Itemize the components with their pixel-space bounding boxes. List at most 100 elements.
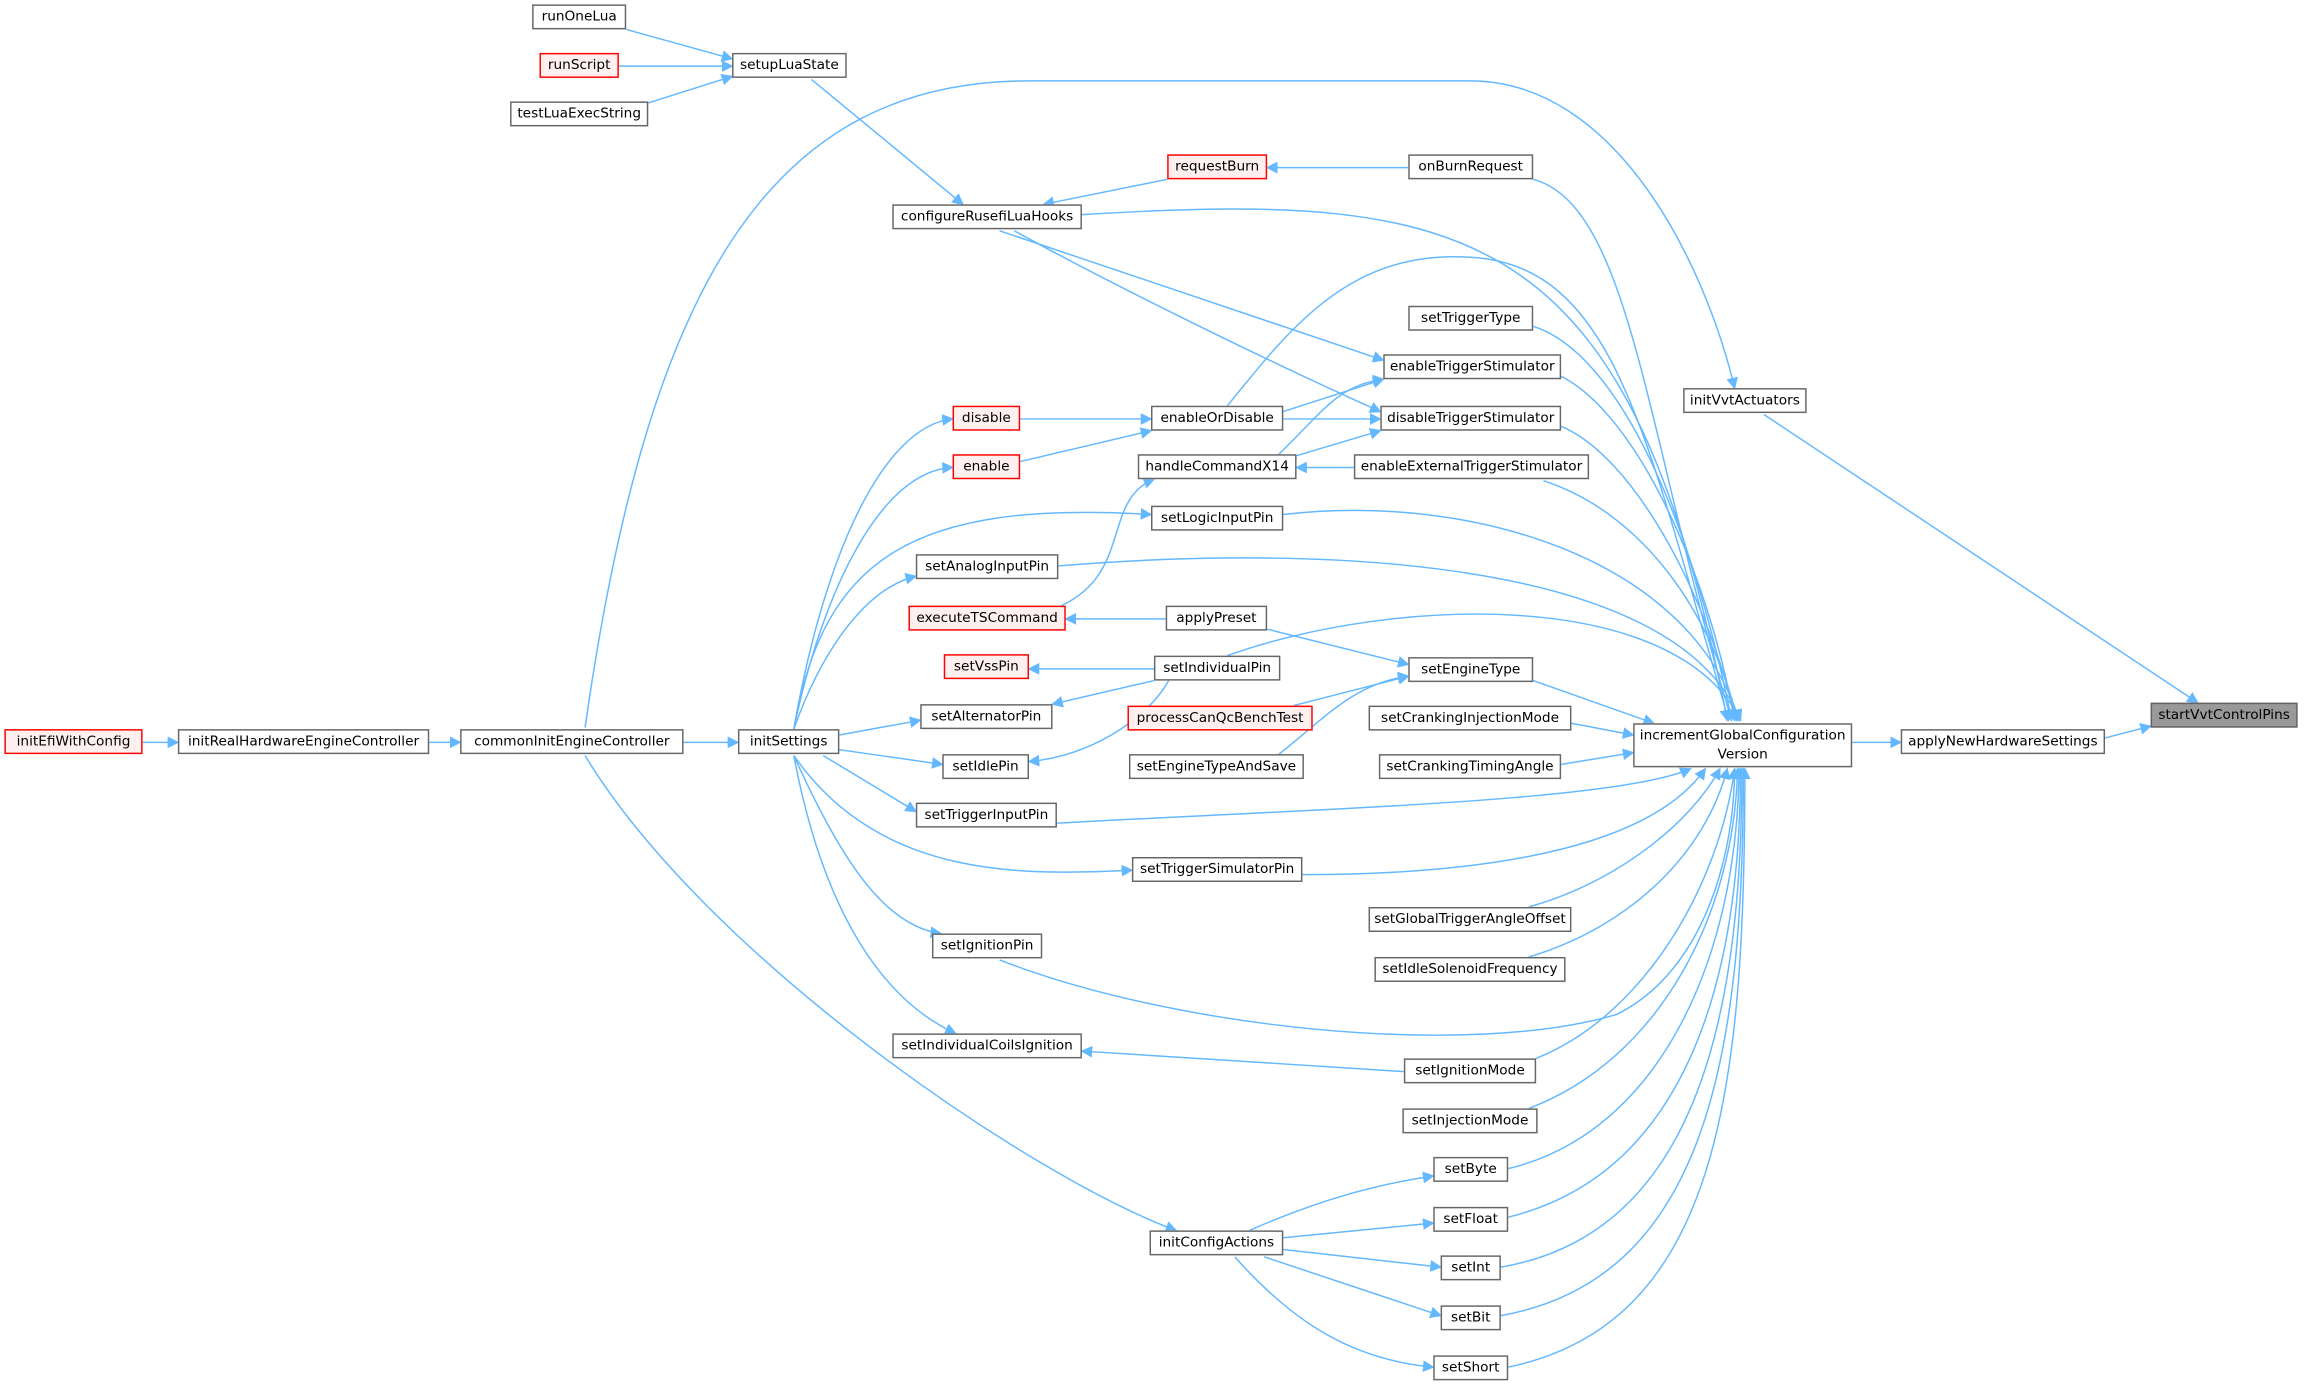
- call-edge: [1528, 767, 1744, 1110]
- call-edge: [1278, 374, 1385, 455]
- call-edge: [584, 755, 1178, 1233]
- call-edge: [1508, 767, 1747, 1218]
- node-setByte[interactable]: setByte: [1433, 1156, 1509, 1182]
- call-edge: [1571, 722, 1635, 739]
- call-edge: [1013, 230, 1382, 413]
- call-edge: [1266, 628, 1410, 668]
- node-testLuaExecString[interactable]: testLuaExecString: [510, 101, 649, 127]
- call-edge: [1560, 375, 1739, 722]
- node-initSettings[interactable]: initSettings: [737, 729, 840, 755]
- node-requestBurn[interactable]: requestBurn: [1167, 154, 1268, 180]
- node-setIndividualCoilsIgnition[interactable]: setIndividualCoilsIgnition: [892, 1033, 1082, 1059]
- call-edge: [1528, 767, 1721, 908]
- node-setGlobalTriggerAngleOffset[interactable]: setGlobalTriggerAngleOffset: [1368, 906, 1572, 932]
- call-edge: [1042, 178, 1168, 209]
- node-enableTriggerStimulator[interactable]: enableTriggerStimulator: [1383, 354, 1562, 380]
- node-setIgnitionPin[interactable]: setIgnitionPin: [931, 933, 1043, 959]
- node-setLogicInputPin[interactable]: setLogicInputPin: [1151, 505, 1284, 531]
- call-edge: [584, 80, 1738, 728]
- call-edge: [793, 414, 955, 730]
- node-enableOrDisable[interactable]: enableOrDisable: [1151, 405, 1284, 431]
- node-incrementGlobalConfigurationVersion[interactable]: incrementGlobalConfiguration Version: [1633, 723, 1853, 768]
- call-edge: [1533, 178, 1735, 722]
- node-setIndividualPin[interactable]: setIndividualPin: [1153, 655, 1281, 681]
- call-edge: [1296, 428, 1382, 457]
- call-edge: [1061, 477, 1156, 607]
- call-edge: [1278, 671, 1410, 755]
- call-edge: [793, 755, 943, 938]
- call-edge: [1249, 1171, 1435, 1232]
- call-edge: [626, 28, 734, 62]
- node-handleCommandX14[interactable]: handleCommandX14: [1137, 454, 1297, 480]
- node-disableTriggerStimulator[interactable]: disableTriggerStimulator: [1380, 405, 1562, 431]
- call-edge: [839, 748, 944, 769]
- call-edge: [1263, 1256, 1442, 1318]
- call-edge: [793, 755, 1134, 877]
- node-enableExternalTriggerStimulator[interactable]: enableExternalTriggerStimulator: [1353, 454, 1590, 480]
- node-setShort[interactable]: setShort: [1433, 1355, 1509, 1381]
- node-disable[interactable]: disable: [952, 405, 1021, 431]
- node-setIgnitionMode[interactable]: setIgnitionMode: [1403, 1058, 1537, 1084]
- node-setCrankingTimingAngle[interactable]: setCrankingTimingAngle: [1378, 754, 1562, 780]
- node-setInjectionMode[interactable]: setInjectionMode: [1402, 1108, 1538, 1134]
- call-edge: [1080, 1045, 1404, 1073]
- call-edge: [1293, 673, 1410, 707]
- node-label-line2: Version: [1717, 746, 1768, 763]
- call-edge: [1226, 256, 1732, 722]
- call-edge: [1020, 427, 1153, 463]
- call-edge: [648, 73, 734, 104]
- node-initVvtActuators[interactable]: initVvtActuators: [1683, 388, 1807, 414]
- node-initConfigActions[interactable]: initConfigActions: [1149, 1230, 1284, 1256]
- node-initRealHardwareEngineController[interactable]: initRealHardwareEngineController: [177, 729, 430, 755]
- node-enable[interactable]: enable: [952, 454, 1021, 480]
- call-edge: [1227, 613, 1742, 722]
- call-edge: [839, 716, 922, 736]
- node-setInt[interactable]: setInt: [1440, 1255, 1501, 1281]
- node-runOneLua[interactable]: runOneLua: [532, 4, 627, 30]
- node-setTriggerSimulatorPin[interactable]: setTriggerSimulatorPin: [1131, 857, 1303, 882]
- call-edge: [1283, 509, 1742, 722]
- node-setIdleSolenoidFrequency[interactable]: setIdleSolenoidFrequency: [1374, 956, 1566, 982]
- call-edge: [1508, 767, 1751, 1368]
- call-edge: [1283, 376, 1385, 413]
- node-label-line1: incrementGlobalConfiguration: [1639, 727, 1846, 744]
- node-startVvtControlPins[interactable]: startVvtControlPins: [2150, 702, 2298, 728]
- node-executeTSCommand[interactable]: executeTSCommand: [908, 605, 1066, 631]
- node-initEfiWithConfig[interactable]: initEfiWithConfig: [4, 729, 143, 755]
- node-processCanQcBenchTest[interactable]: processCanQcBenchTest: [1127, 705, 1313, 731]
- call-edge: [810, 78, 964, 206]
- call-edge: [1561, 748, 1635, 766]
- node-configureRusefiLuaHooks[interactable]: configureRusefiLuaHooks: [892, 204, 1082, 230]
- call-edge: [999, 230, 1385, 363]
- call-edge: [822, 754, 918, 813]
- call-edge: [1500, 767, 1748, 1268]
- call-edge: [1532, 325, 1736, 722]
- node-setAnalogInputPin[interactable]: setAnalogInputPin: [915, 554, 1059, 580]
- node-applyPreset[interactable]: applyPreset: [1165, 605, 1268, 631]
- node-commonInitEngineController[interactable]: commonInitEngineController: [460, 729, 684, 755]
- node-setEngineType[interactable]: setEngineType: [1408, 657, 1534, 683]
- node-applyNewHardwareSettings[interactable]: applyNewHardwareSettings: [1900, 729, 2106, 755]
- node-runScript[interactable]: runScript: [539, 52, 619, 78]
- node-setBit[interactable]: setBit: [1440, 1305, 1501, 1331]
- node-setTriggerInputPin[interactable]: setTriggerInputPin: [915, 802, 1057, 828]
- call-edge: [1283, 1218, 1435, 1239]
- node-onBurnRequest[interactable]: onBurnRequest: [1408, 154, 1534, 180]
- call-edge: [793, 572, 918, 730]
- call-edge: [1302, 767, 1707, 876]
- call-edge: [1532, 679, 1656, 726]
- call-edge: [1528, 767, 1731, 958]
- call-edge: [793, 508, 1153, 730]
- call-edge: [1234, 1256, 1435, 1373]
- node-setCrankingInjectionMode[interactable]: setCrankingInjectionMode: [1368, 705, 1572, 731]
- node-setupLuaState[interactable]: setupLuaState: [732, 52, 847, 78]
- node-setAlternatorPin[interactable]: setAlternatorPin: [920, 704, 1053, 730]
- call-edge: [1763, 413, 2199, 704]
- node-setFloat[interactable]: setFloat: [1433, 1206, 1509, 1232]
- node-setIdlePin[interactable]: setIdlePin: [942, 754, 1029, 780]
- node-setTriggerType[interactable]: setTriggerType: [1408, 305, 1534, 331]
- node-setVssPin[interactable]: setVssPin: [943, 654, 1029, 680]
- node-setEngineTypeAndSave[interactable]: setEngineTypeAndSave: [1128, 754, 1304, 780]
- call-edge: [1051, 679, 1155, 708]
